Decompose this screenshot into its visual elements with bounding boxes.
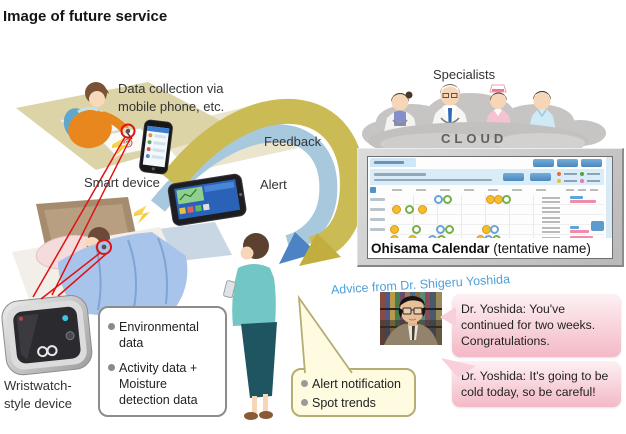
sun-icon xyxy=(392,205,401,214)
specialists-label: Specialists xyxy=(433,67,496,82)
data-collection-label: Data collection via mobile phone, etc. xyxy=(118,81,225,115)
calendar-bar-group xyxy=(570,226,589,233)
calendar-name-suffix: (tentative name) xyxy=(489,240,591,256)
watch-dot xyxy=(125,128,131,134)
calendar-row-note xyxy=(542,207,560,213)
wristwatch-illustration xyxy=(1,295,93,376)
calendar-scrollbar xyxy=(606,157,612,241)
cloud-label: CLOUD xyxy=(441,131,508,146)
list-item: Spot trends xyxy=(301,395,410,411)
calendar-button xyxy=(557,159,578,167)
list-item: Activity data + Moisture detection data xyxy=(108,360,219,408)
calendar-row xyxy=(370,195,604,205)
calendar-mini-button xyxy=(591,221,604,231)
calendar-legend xyxy=(557,171,600,183)
clock-icon xyxy=(412,225,421,234)
calendar-monitor: Ohisama Calendar (tentative name) xyxy=(357,148,624,267)
calendar-date-label xyxy=(370,208,385,211)
calendar-name: Ohisama Calendar (tentative name) xyxy=(368,238,612,258)
glasses-icon xyxy=(402,307,412,315)
wristwatch-label: Wristwatch-style device xyxy=(4,378,72,412)
calendar-bar xyxy=(570,226,579,229)
bubble-item-label: Alert notification xyxy=(312,377,401,391)
data-item-label: Environmental data xyxy=(119,320,199,350)
infinity-logo xyxy=(37,345,58,358)
calendar-bar-group xyxy=(570,196,596,203)
calendar-row-note xyxy=(542,217,560,223)
calendar-name-bold: Ohisama Calendar xyxy=(371,240,490,256)
watch-dot xyxy=(101,244,107,250)
bed-illustration xyxy=(12,197,188,316)
child-figure xyxy=(63,82,133,149)
red-connector-lines xyxy=(32,123,136,300)
clock-icon xyxy=(443,195,452,204)
calendar-ui xyxy=(368,157,612,245)
bullet-icon xyxy=(301,380,308,387)
clock-icon xyxy=(502,195,511,204)
bullet-icon xyxy=(108,323,115,330)
info-icon xyxy=(370,187,376,193)
calendar-button xyxy=(533,159,554,167)
list-item: Environmental data xyxy=(108,319,219,351)
calendar-bar xyxy=(570,200,596,203)
list-item: Alert notification xyxy=(301,376,410,392)
red-circle-marker xyxy=(120,123,136,139)
tablet-illustration xyxy=(167,173,247,226)
clock-icon xyxy=(434,195,443,204)
calendar-row-note xyxy=(542,197,560,203)
calendar-row-note xyxy=(542,227,560,233)
dr-yoshida-photo xyxy=(380,292,442,345)
clock-icon xyxy=(436,225,445,234)
clock-icon xyxy=(490,225,499,234)
page-title: Image of future service xyxy=(3,8,168,25)
bubble-item-label: Spot trends xyxy=(312,396,376,410)
device-data-box: Environmental data Activity data + Moist… xyxy=(98,306,227,417)
calendar-screen: Ohisama Calendar (tentative name) xyxy=(367,156,613,259)
calendar-bar xyxy=(570,230,589,233)
calendar-column-header xyxy=(370,187,604,193)
calendar-grid xyxy=(368,195,604,245)
smartphone-illustration xyxy=(139,119,173,175)
bullet-icon xyxy=(301,399,308,406)
calendar-row xyxy=(370,225,604,235)
feedback-arrow xyxy=(162,98,365,266)
calendar-date-label xyxy=(370,218,385,221)
smart-device-label: Smart device xyxy=(84,175,160,190)
user-alert-bubble: Alert notification Spot trends xyxy=(291,368,416,417)
calendar-row xyxy=(370,205,604,215)
calendar-button xyxy=(503,173,524,181)
clock-icon xyxy=(405,205,414,214)
doctor-message-bubble: Dr. Yoshida: It's going to be cold today… xyxy=(452,361,621,408)
calendar-tab xyxy=(370,158,416,167)
calendar-date-label xyxy=(370,198,385,201)
alert-label: Alert xyxy=(260,177,287,192)
calendar-date-label xyxy=(370,228,385,231)
sun-icon xyxy=(418,205,427,214)
sun-icon xyxy=(390,225,399,234)
red-circle-marker xyxy=(96,239,112,255)
standing-woman xyxy=(223,233,277,420)
calendar-button xyxy=(581,159,602,167)
calendar-toolbar xyxy=(370,169,604,185)
clock-icon xyxy=(445,225,454,234)
doctor-message-bubble: Dr. Yoshida: You've continued for two we… xyxy=(452,294,621,357)
calendar-row xyxy=(370,215,604,225)
calendar-button xyxy=(530,173,551,181)
bullet-icon xyxy=(108,364,115,371)
calendar-bar xyxy=(570,196,583,199)
feedback-label: Feedback xyxy=(264,134,322,149)
calendar-top-buttons xyxy=(533,159,602,167)
data-item-label: Activity data + Moisture detection data xyxy=(119,361,198,407)
calendar-bar xyxy=(570,236,593,239)
